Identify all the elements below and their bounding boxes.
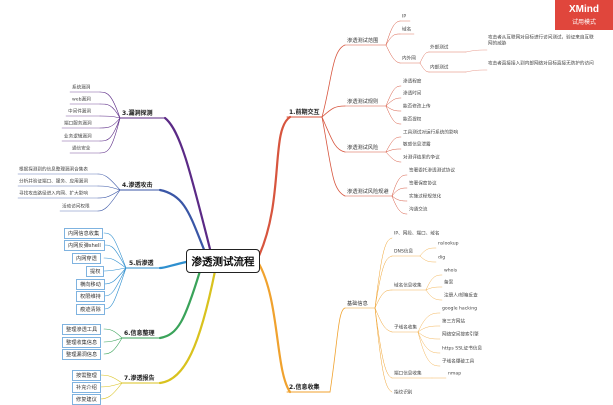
branch-4-label[interactable]: 4.渗透攻击 [122, 182, 153, 189]
scope-topic[interactable]: 渗透测试范围 [347, 37, 379, 44]
branch-line-4 [158, 188, 207, 254]
branch-line-7 [158, 269, 217, 385]
vuln-item[interactable]: web漏洞 [72, 97, 91, 103]
branch-line-1 [256, 115, 292, 260]
norms-topic[interactable]: 渗透测试风险规避 [347, 188, 389, 195]
branch-line-5 [158, 260, 188, 270]
scope-internal[interactable]: 内部测试 [430, 65, 449, 71]
branch-7-label[interactable]: 7.渗透报告 [124, 375, 155, 382]
post-item[interactable]: 内网信息收集 [64, 228, 104, 239]
scope-ip[interactable]: IP [402, 14, 407, 20]
norms-item[interactable]: 签署保密协议 [409, 181, 437, 187]
attack-item[interactable]: 根据探测到的信息整理漏洞合集表 [19, 167, 88, 173]
port-tool[interactable]: nmap [448, 371, 462, 377]
branch-2-label[interactable]: 2.信息收集 [289, 384, 320, 391]
post-item[interactable]: 痕迹清除 [76, 304, 105, 315]
report-item[interactable]: 按需整理 [72, 370, 101, 381]
risk-item[interactable]: 工具测试对运行系统的影响 [403, 130, 459, 136]
norms-item[interactable]: 沟通交流 [409, 207, 428, 213]
rules-item[interactable]: 能否提权 [403, 117, 422, 123]
vuln-item[interactable]: 系统漏洞 [72, 85, 91, 91]
branch-6-label[interactable]: 6.信息整理 [124, 330, 155, 337]
branch-1-label[interactable]: 1.前期交互 [289, 109, 320, 116]
risk-item[interactable]: 对测评结果的争议 [403, 155, 440, 161]
attack-item[interactable]: 活动访问权限 [62, 204, 90, 210]
dns-topic[interactable]: DNS信息 [394, 249, 414, 255]
organize-item[interactable]: 整理收集信息 [62, 337, 102, 348]
trial-badge: XMind 试用模式 [555, 0, 613, 30]
branch-3-label[interactable]: 3.漏洞探测 [122, 110, 153, 117]
rules-item[interactable]: 渗透程度 [403, 79, 422, 85]
report-item[interactable]: 补充介绍 [72, 382, 101, 393]
post-item[interactable]: 内网穿透 [72, 253, 101, 264]
attack-item[interactable]: 分析并验证端口、服务、应用漏洞 [19, 179, 88, 185]
subdomain-item[interactable]: 第三方网站 [442, 319, 465, 325]
ip-items[interactable]: IP、网段、端口、域名 [394, 231, 440, 237]
subdomain-item[interactable]: 子域名爆破工具 [442, 359, 475, 365]
branch-5-label[interactable]: 5.后渗透 [129, 260, 154, 267]
scope-intranet[interactable]: 内外网 [402, 56, 416, 62]
norms-item[interactable]: 签署委托渗透测试协议 [409, 168, 455, 174]
port-topic[interactable]: 端口信息收集 [394, 371, 422, 377]
organize-item[interactable]: 整理漏洞信息 [62, 349, 102, 360]
risk-item[interactable]: 敏感信息泄露 [403, 142, 431, 148]
attack-item[interactable]: 寻找攻击路径进入内网、扩大影响 [19, 191, 88, 197]
post-item[interactable]: 内网反弹shell [64, 240, 105, 251]
badge-brand: XMind [569, 4, 599, 15]
rules-item[interactable]: 能否修改上传 [403, 104, 431, 110]
internal-desc: 攻击者直接接入到内部网络对目标直接无防护的访问 [488, 61, 594, 67]
rules-topic[interactable]: 渗透测试规则 [347, 98, 379, 105]
post-item[interactable]: 权限维持 [76, 291, 105, 302]
dns-item[interactable]: nslookup [438, 241, 459, 247]
whois-item[interactable]: 注册人/邮箱反查 [444, 293, 478, 299]
norms-item[interactable]: 实施过程规范化 [409, 194, 442, 200]
whois-topic[interactable]: 域名信息收集 [394, 283, 422, 289]
branch-line-2 [256, 260, 292, 394]
subdomain-item[interactable]: google hacking [442, 306, 478, 312]
fingerprint-topic[interactable]: 指纹识别 [394, 390, 413, 396]
scope-external[interactable]: 外部测试 [430, 45, 449, 51]
branch-line-3 [163, 116, 212, 251]
external-desc: 攻击者从互联网对目标进行访问测试，验证来自互联网的威胁 [488, 35, 594, 47]
whois-item[interactable]: whois [444, 268, 458, 274]
risk-topic[interactable]: 渗透测试风险 [347, 144, 379, 151]
badge-mode: 试用模式 [571, 19, 596, 26]
post-item[interactable]: 横向移动 [76, 279, 105, 290]
post-item[interactable]: 提权 [86, 266, 105, 277]
whois-item[interactable]: 备案 [444, 280, 454, 286]
vuln-item[interactable]: 通信安全 [72, 146, 91, 152]
subdomain-topic[interactable]: 子域名收集 [394, 325, 417, 331]
subdomain-item[interactable]: 网络空间搜索引擎 [442, 332, 479, 338]
vuln-item[interactable]: 业务逻辑漏洞 [64, 134, 92, 140]
vuln-item[interactable]: 端口服务漏洞 [64, 121, 92, 127]
rules-item[interactable]: 渗透时间 [403, 91, 422, 97]
subdomain-item[interactable]: https SSL证书信息 [442, 346, 483, 352]
basic-info-topic[interactable]: 基础信息 [347, 300, 368, 307]
branch-line-6 [158, 269, 202, 340]
root-topic[interactable]: 渗透测试流程 [186, 249, 260, 273]
organize-item[interactable]: 整理渗透工具 [62, 324, 102, 335]
vuln-item[interactable]: 中间件漏洞 [68, 109, 91, 115]
dns-item[interactable]: dig [438, 255, 446, 261]
scope-domain[interactable]: 域名 [402, 27, 412, 33]
